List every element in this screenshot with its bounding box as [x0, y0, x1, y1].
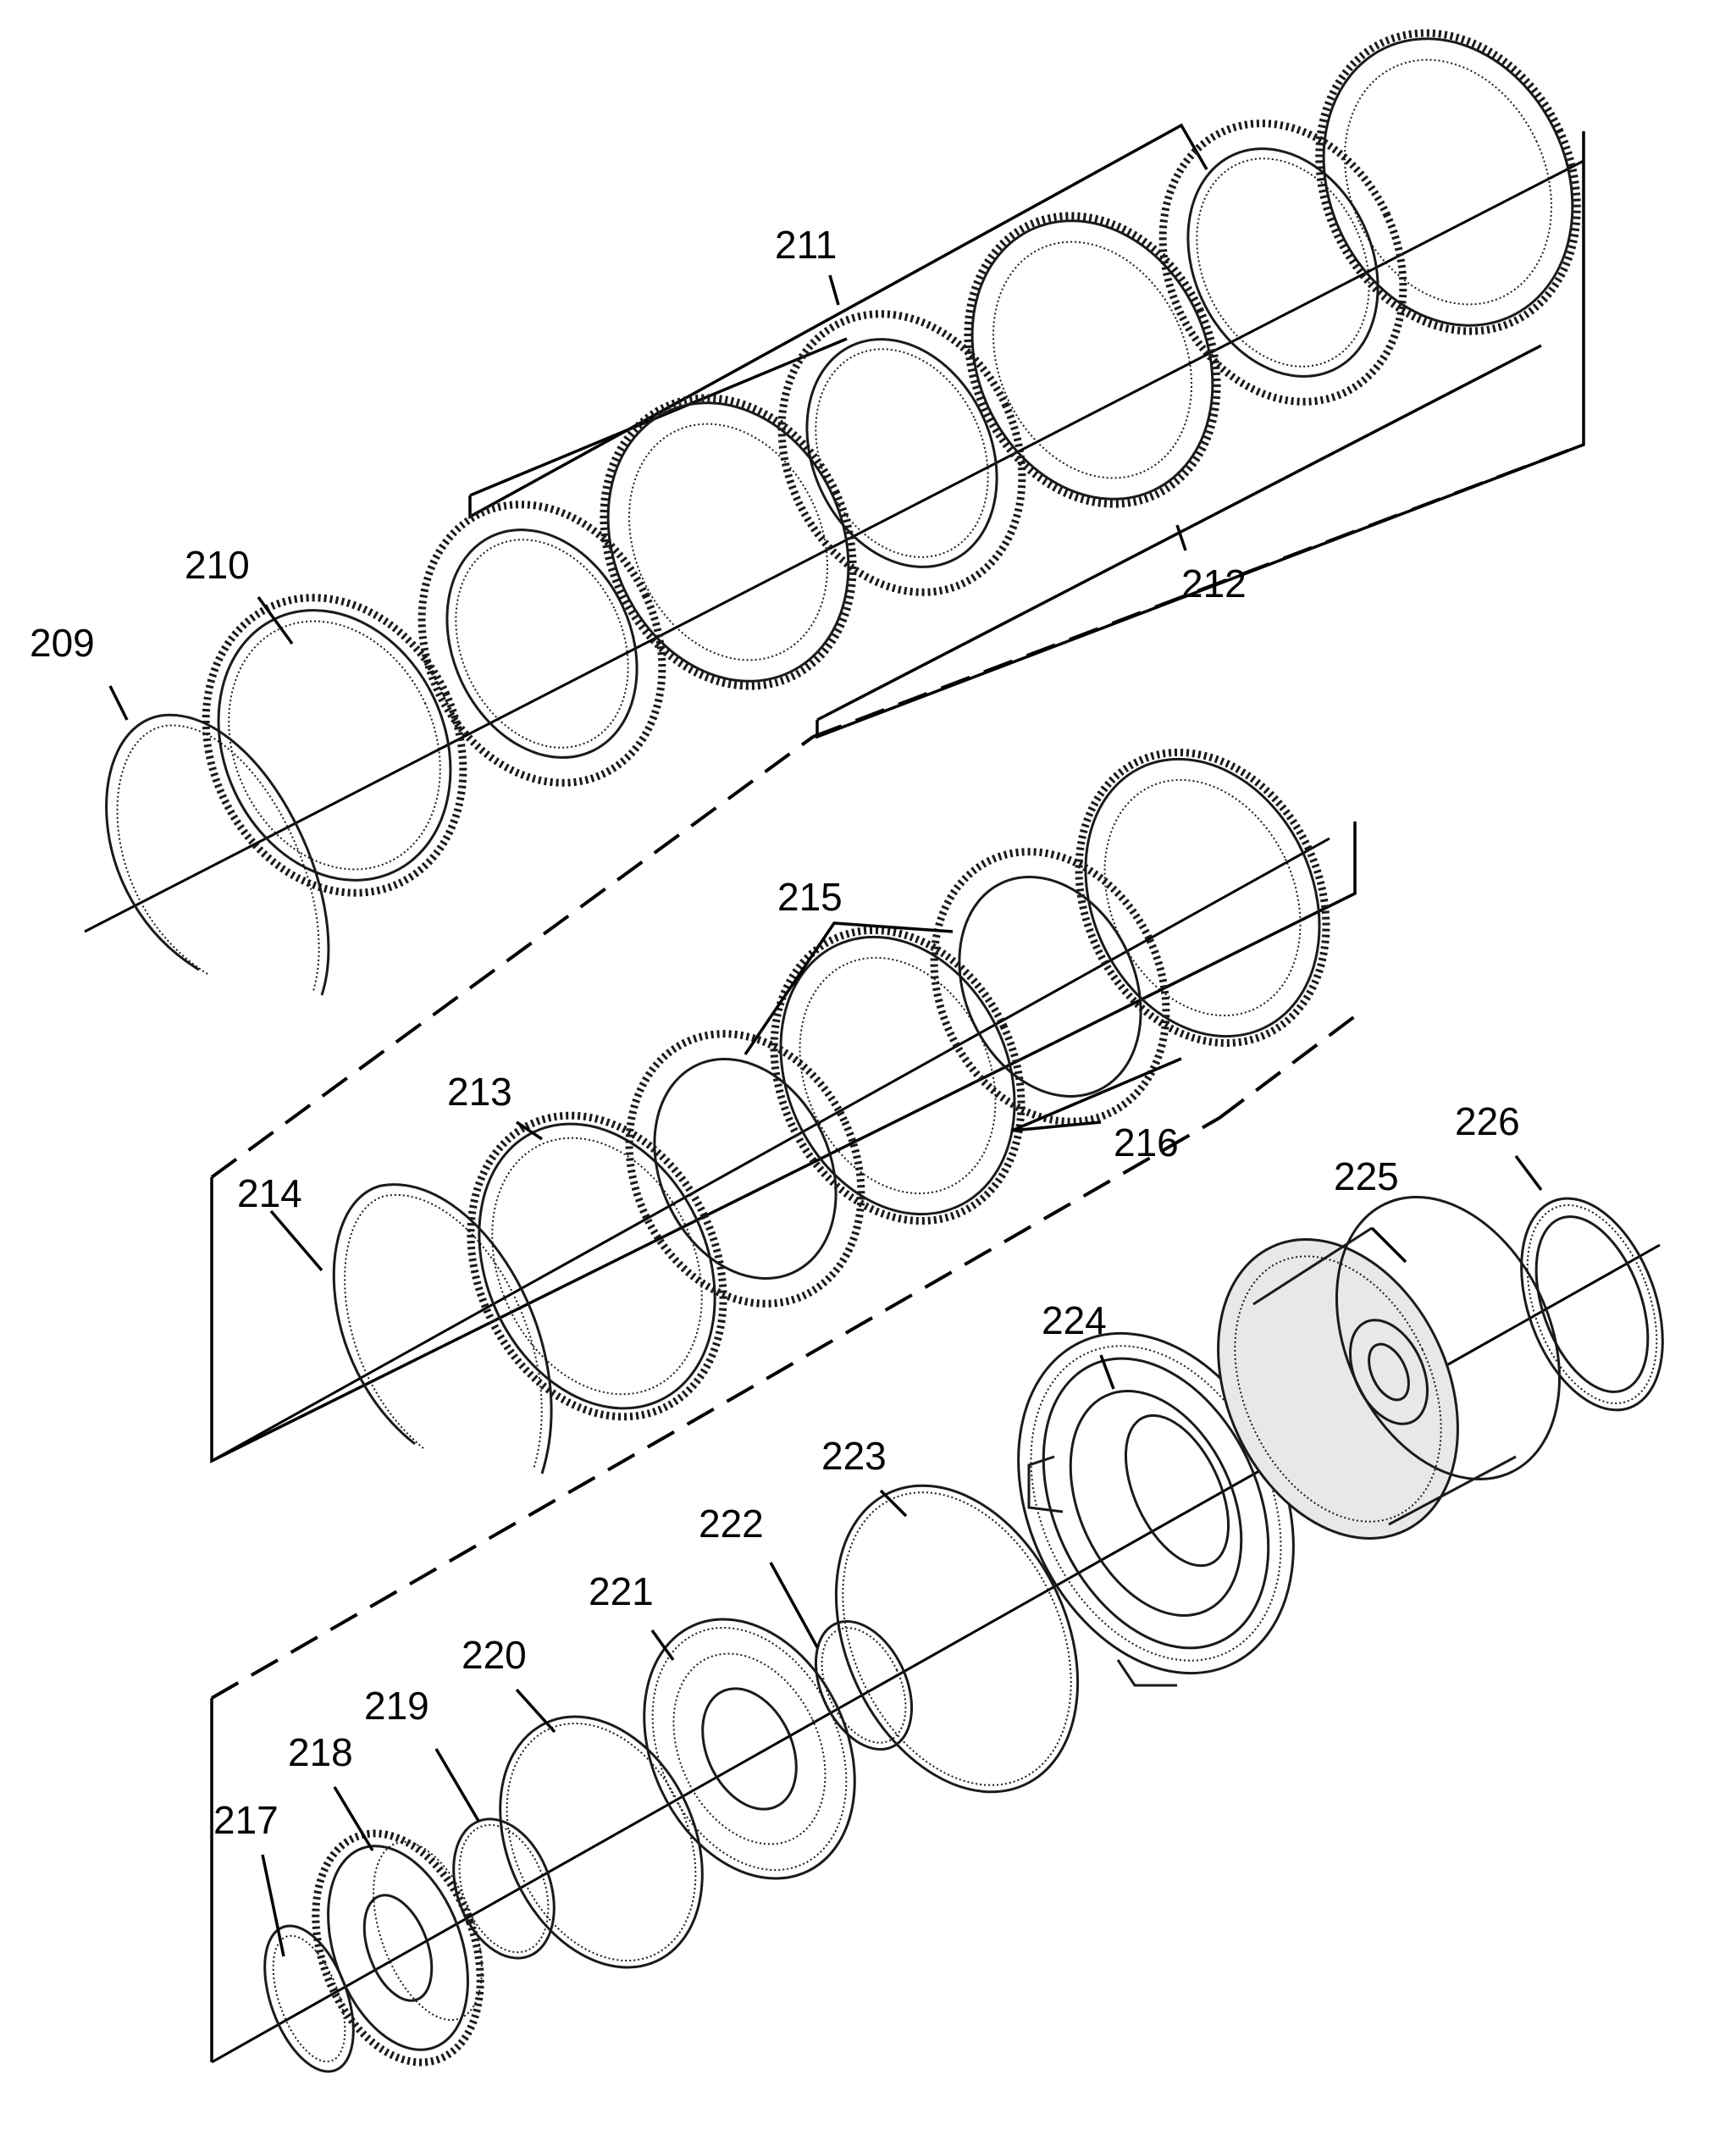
middle-clutch-pack-group	[210, 748, 1357, 1700]
gear-218	[312, 1829, 484, 2066]
callout-226: 226	[1455, 1099, 1520, 1143]
middle-pack-frame	[210, 822, 1357, 1463]
callout-214: 214	[237, 1171, 302, 1215]
leader-218	[333, 1786, 374, 1851]
leader-223	[879, 1489, 908, 1518]
upper-axis-line	[84, 159, 1584, 933]
leader-224	[1099, 1354, 1115, 1390]
leader-209	[108, 685, 129, 721]
leader-212	[1175, 524, 1187, 551]
piston-221	[643, 1618, 856, 1880]
leader-217	[261, 1854, 285, 1957]
leader-210	[257, 595, 294, 645]
leader-215	[744, 921, 954, 1055]
leader-222	[769, 1562, 819, 1648]
callout-210: 210	[185, 543, 250, 587]
callout-223: 223	[821, 1434, 887, 1478]
callout-220: 220	[462, 1633, 527, 1677]
callout-215: 215	[777, 875, 843, 919]
upper-clutch-pack-group	[84, 29, 1585, 1179]
callout-211: 211	[775, 223, 837, 267]
callout-213: 213	[447, 1070, 512, 1114]
middle-axis-line	[211, 837, 1330, 1463]
snap-ring-214	[332, 1183, 553, 1474]
seal-223	[834, 1484, 1080, 1794]
callout-225: 225	[1334, 1154, 1399, 1198]
callout-224: 224	[1042, 1298, 1107, 1342]
callout-218: 218	[288, 1730, 353, 1774]
leader-226	[1514, 1154, 1543, 1192]
leader-221	[650, 1629, 675, 1662]
upper-dashed-edge	[812, 443, 1584, 739]
thrust-washer-226	[1520, 1197, 1664, 1412]
o-ring-219	[452, 1817, 556, 1960]
clutch-plate-stack-215-216	[625, 748, 1330, 1308]
callout-labels: 209 210 211 212 213 214 215 216 217 218 …	[30, 223, 1520, 1842]
pressure-plate-213	[478, 1122, 716, 1410]
o-ring-222	[814, 1619, 914, 1751]
callout-222: 222	[699, 1502, 764, 1546]
middle-to-lower-dashed-edge	[211, 1116, 1220, 1700]
leader-216	[1011, 1057, 1182, 1132]
leader-213	[516, 1120, 543, 1141]
lower-assembly-group	[210, 1154, 1664, 2073]
upper-pack-frame-right	[815, 131, 1585, 739]
leader-220	[515, 1688, 556, 1734]
drum-225	[1217, 1195, 1562, 1540]
callout-217: 217	[213, 1798, 279, 1842]
callout-212: 212	[1181, 562, 1247, 606]
snap-ring-209	[105, 713, 330, 996]
callout-219: 219	[364, 1684, 429, 1728]
upper-pack-frame	[468, 123, 1208, 519]
leader-214	[269, 1209, 323, 1272]
leader-225	[1370, 1226, 1407, 1264]
callout-209: 209	[30, 621, 95, 665]
middle-dashed-right	[1218, 1015, 1357, 1120]
leader-211	[828, 274, 840, 306]
callout-216: 216	[1114, 1120, 1179, 1165]
clutch-plate-stack-211-212	[417, 29, 1581, 787]
leader-219	[434, 1748, 480, 1822]
upper-to-middle-dashed-edge	[210, 735, 815, 1179]
callout-221: 221	[589, 1569, 654, 1613]
